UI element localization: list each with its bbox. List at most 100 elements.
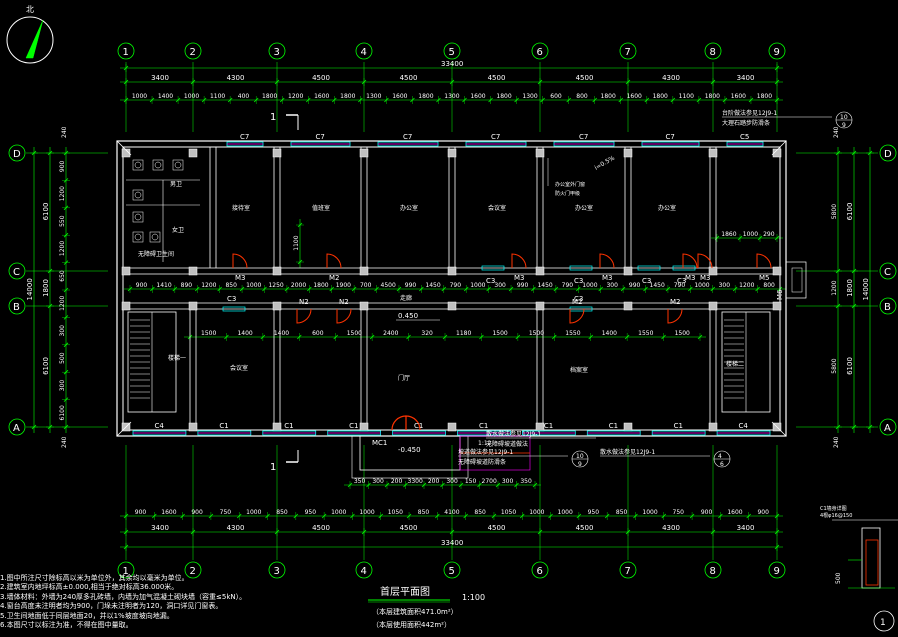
window <box>672 265 696 271</box>
note-line: 2.建筑室内地坪标高±0.000,相当于绝对标高36.000米。 <box>0 583 179 592</box>
note-line: 1.图中所注尺寸除标高以米为单位外，其余均以毫米为单位。 <box>0 574 189 582</box>
axis-bubble <box>768 42 786 60</box>
corner-line <box>771 421 787 437</box>
note-line: 3.墙体材料：外墙为240厚多孔砖墙，内墙为加气混凝土砌块墙（容重≤5kN）。 <box>0 592 247 601</box>
dim-text: 320 <box>421 330 433 337</box>
dim-text: 1550 <box>565 330 580 337</box>
axis-bubble <box>879 418 897 436</box>
axis-label-bottom: 8 <box>710 566 716 577</box>
dim-text: 4500 <box>312 74 330 82</box>
window-label: C4 <box>154 422 164 430</box>
dim-text: 600 <box>550 93 562 100</box>
dim-text: 1180 <box>456 330 471 337</box>
dim-text: 1200 <box>831 280 838 295</box>
dim-text: 400 <box>238 93 250 100</box>
dim-text: 1860 <box>721 231 736 238</box>
room-name: 会议室 <box>230 364 248 372</box>
dim-text: 1800 <box>313 282 328 289</box>
dim-text: 800 <box>576 93 588 100</box>
dim-text: 300 <box>502 478 514 485</box>
axis-bubble <box>8 297 26 315</box>
door-swing <box>232 253 248 269</box>
axis-label-left: D <box>13 149 21 160</box>
area-line-1: （本层建筑面积471.0m²） <box>372 607 458 616</box>
side-step <box>785 261 807 299</box>
dim-text: 300 <box>446 478 458 485</box>
toilet-fixture <box>132 231 144 243</box>
dim-text: 200 <box>428 478 440 485</box>
axis-bubble <box>879 144 897 162</box>
window <box>222 306 246 312</box>
window-label: C1 <box>414 422 423 430</box>
axis-bubble <box>268 42 286 60</box>
structural-column <box>359 422 369 432</box>
dim-text: 2000 <box>291 282 306 289</box>
axis-bubble <box>117 561 135 579</box>
window-label: C7 <box>491 133 500 141</box>
main-door <box>391 415 421 431</box>
door-label: M3 <box>514 274 525 282</box>
side-step <box>791 267 803 293</box>
room-name: 办公室 <box>400 204 418 212</box>
dim-text: 1600 <box>727 509 742 516</box>
door-swing <box>296 308 312 324</box>
door-label: MC1 <box>372 439 387 447</box>
dim-text: 300 <box>59 380 66 392</box>
door-swing <box>682 253 698 269</box>
dim-text: 3300 <box>408 478 423 485</box>
toilet-fixture <box>132 189 144 201</box>
dim-text: 1500 <box>529 330 544 337</box>
structural-column <box>535 422 545 432</box>
room-name: 楼梯二 <box>726 360 744 368</box>
corner-line <box>771 140 787 156</box>
dim-text: 1600 <box>314 93 329 100</box>
dim-text: 1410 <box>156 282 171 289</box>
index-top: 10 <box>576 453 584 460</box>
axis-label-top: 2 <box>190 47 196 58</box>
structural-column <box>535 301 545 311</box>
dim-text: 1200 <box>739 282 754 289</box>
dim-text: 1000 <box>743 231 758 238</box>
dim-text: 1200 <box>201 282 216 289</box>
dim-text: 1800 <box>705 93 720 100</box>
door-swing <box>756 253 772 269</box>
toilet-bowl <box>134 191 142 199</box>
dim-text: 4500 <box>381 282 396 289</box>
dim-text: 1450 <box>537 282 552 289</box>
window-label: C1 <box>674 422 683 430</box>
note-line: 4.窗台高度未注明者均为900，门垛未注明者为120，洞口详见门窗表。 <box>0 602 223 611</box>
dim-text: 750 <box>220 509 232 516</box>
structural-column <box>359 301 369 311</box>
room-note: 防火门甲级 <box>555 190 580 197</box>
dim-text: 750 <box>673 509 685 516</box>
dim-text: 1000 <box>359 509 374 516</box>
dim-text: 1400 <box>158 93 173 100</box>
room-name: 办公室 <box>575 204 593 212</box>
axis-label-bottom: 3 <box>274 566 280 577</box>
dim-text: 1900 <box>336 282 351 289</box>
dim-text: 1000 <box>470 282 485 289</box>
detail-sub: 4根φ16@150 <box>820 512 852 519</box>
door-label: M6 <box>776 289 784 300</box>
toilet-fixture <box>152 159 164 171</box>
axis-label-bottom: 7 <box>625 566 631 577</box>
window-label: C7 <box>579 133 588 141</box>
dim-text: 1800 <box>340 93 355 100</box>
north-arrow: 北 <box>6 5 54 64</box>
dim-text: 850 <box>474 509 486 516</box>
ref-mid-sub: 无障碍坡道做法 <box>486 440 528 448</box>
axis-label-top: 1 <box>123 47 129 58</box>
structural-column <box>359 148 369 158</box>
dim-text: 14000 <box>26 278 34 300</box>
dim-text: 1000 <box>331 509 346 516</box>
door-swing <box>326 253 342 269</box>
window-label: C7 <box>316 133 325 141</box>
dim-text: 1400 <box>602 330 617 337</box>
dim-text: 1600 <box>731 93 746 100</box>
structural-column <box>272 301 282 311</box>
dim-text: 850 <box>616 509 628 516</box>
axis-bubble <box>443 42 461 60</box>
dim-text: 1450 <box>425 282 440 289</box>
axis-label-top: 7 <box>625 47 631 58</box>
